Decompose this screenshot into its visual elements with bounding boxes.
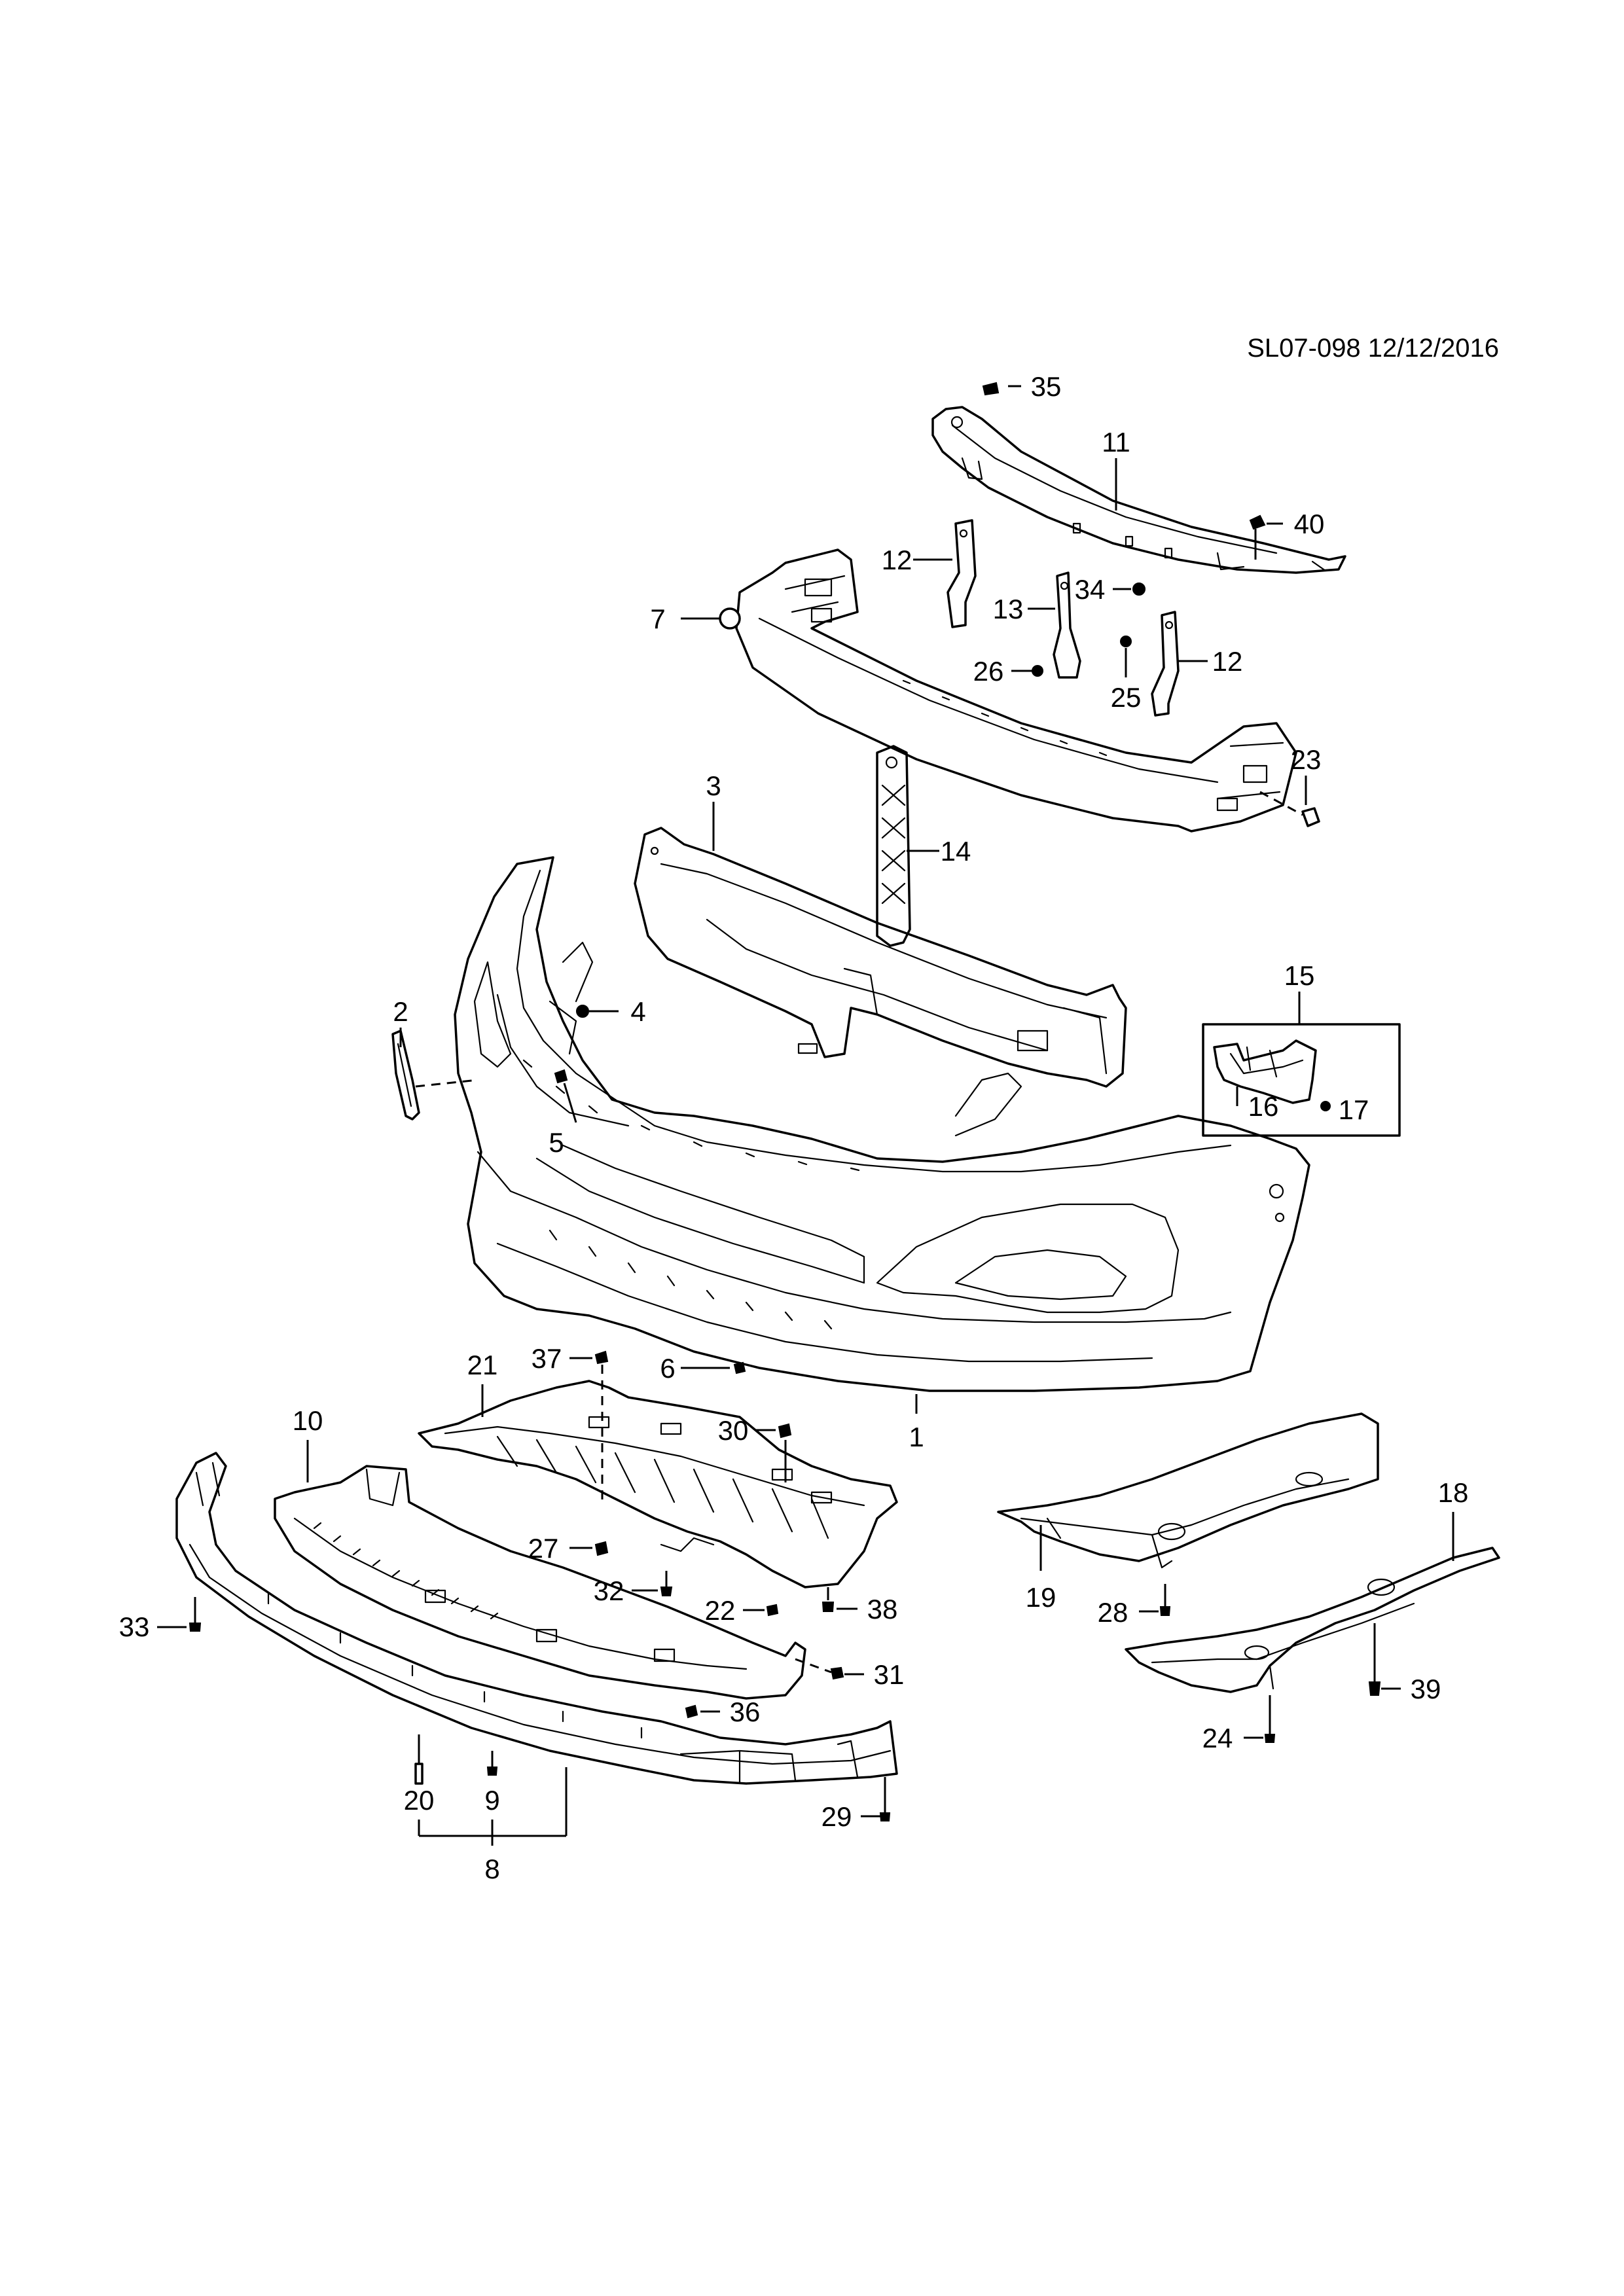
callout-25: 25 <box>1111 682 1142 713</box>
callout-12-right: 12 <box>1212 646 1243 677</box>
callout-24: 24 <box>1202 1723 1233 1753</box>
part-3-energy-absorber <box>634 827 1127 1088</box>
fastener-23 <box>1259 791 1320 827</box>
part-7-impact-beam <box>719 548 1297 833</box>
callout-28: 28 <box>1098 1597 1128 1628</box>
part-19-left-deflector <box>997 1412 1379 1569</box>
fastener-27 <box>594 1541 609 1556</box>
fastener-20 <box>414 1734 424 1785</box>
callout-12-left: 12 <box>882 545 912 575</box>
callout-39: 39 <box>1411 1674 1441 1704</box>
callout-labels: 1 2 3 4 5 6 7 8 9 10 11 12 12 13 14 15 1… <box>119 371 1469 1884</box>
part-12-bracket-right <box>1151 611 1180 717</box>
fastener-34 <box>1132 583 1146 596</box>
callout-6: 6 <box>660 1353 675 1384</box>
callout-17: 17 <box>1339 1094 1369 1125</box>
callout-40: 40 <box>1294 509 1325 539</box>
fastener-32 <box>660 1571 673 1596</box>
part-10-lower-frame <box>274 1465 806 1700</box>
callout-2: 2 <box>393 996 408 1027</box>
part-18-right-deflector <box>1125 1547 1500 1693</box>
fastener-6 <box>733 1361 746 1374</box>
callout-4: 4 <box>630 996 645 1027</box>
reference-code: SL07-098 12/12/2016 <box>1247 334 1499 363</box>
callout-21: 21 <box>467 1350 498 1380</box>
callout-7: 7 <box>650 603 665 634</box>
fastener-26 <box>1032 665 1043 677</box>
callout-13: 13 <box>993 594 1024 624</box>
fastener-40 <box>1249 514 1266 560</box>
fastener-5 <box>554 1069 568 1084</box>
callout-30: 30 <box>718 1415 749 1446</box>
fastener-25 <box>1120 636 1132 677</box>
callout-27: 27 <box>528 1533 559 1564</box>
part-12-bracket-left <box>947 519 977 628</box>
callout-11: 11 <box>1102 427 1130 457</box>
callout-1: 1 <box>909 1422 924 1452</box>
part-14-center-bracket <box>876 745 911 947</box>
callout-37: 37 <box>532 1343 562 1374</box>
callout-14: 14 <box>941 836 971 867</box>
part-1-bumper-fascia <box>454 856 1310 1392</box>
fastener-35 <box>982 382 1000 396</box>
callout-10: 10 <box>293 1405 323 1436</box>
callout-16: 16 <box>1248 1091 1279 1122</box>
callout-18: 18 <box>1438 1477 1469 1508</box>
fastener-9 <box>486 1751 498 1776</box>
fastener-22 <box>766 1604 779 1617</box>
fastener-37 <box>594 1350 609 1505</box>
fastener-38 <box>821 1587 835 1612</box>
callout-33: 33 <box>119 1611 150 1642</box>
callout-26: 26 <box>973 656 1004 687</box>
fastener-4 <box>576 1005 589 1018</box>
callout-15: 15 <box>1284 960 1315 991</box>
callout-3: 3 <box>706 770 721 801</box>
fastener-36 <box>685 1704 698 1719</box>
callout-9: 9 <box>484 1785 499 1816</box>
fastener-30 <box>778 1423 792 1439</box>
fastener-24 <box>1264 1695 1276 1743</box>
fastener-39 <box>1368 1623 1381 1696</box>
callout-34: 34 <box>1075 574 1106 605</box>
callout-38: 38 <box>867 1594 898 1624</box>
part-11-upper-tie-bar <box>931 406 1346 574</box>
callout-35: 35 <box>1031 371 1062 402</box>
callout-23: 23 <box>1291 744 1322 775</box>
callout-19: 19 <box>1026 1582 1056 1613</box>
part-13-bracket <box>1053 571 1081 679</box>
callout-8: 8 <box>484 1854 499 1884</box>
callout-32: 32 <box>594 1575 624 1606</box>
part-2-side-insert <box>391 1030 478 1121</box>
leader-lines <box>157 385 1454 1846</box>
callout-22: 22 <box>705 1595 736 1626</box>
fastener-28 <box>1159 1584 1171 1616</box>
callout-36: 36 <box>730 1696 761 1727</box>
part-21-undertray <box>418 1380 898 1588</box>
fastener-31 <box>795 1658 844 1680</box>
part-15-bracket-kit <box>1202 1023 1401 1137</box>
fastener-29 <box>879 1777 891 1821</box>
fastener-33 <box>189 1597 202 1632</box>
callout-29: 29 <box>821 1801 852 1832</box>
callout-5: 5 <box>549 1127 564 1158</box>
part-8-lower-spoiler <box>175 1452 898 1785</box>
callout-20: 20 <box>404 1785 435 1816</box>
callout-31: 31 <box>874 1659 905 1690</box>
